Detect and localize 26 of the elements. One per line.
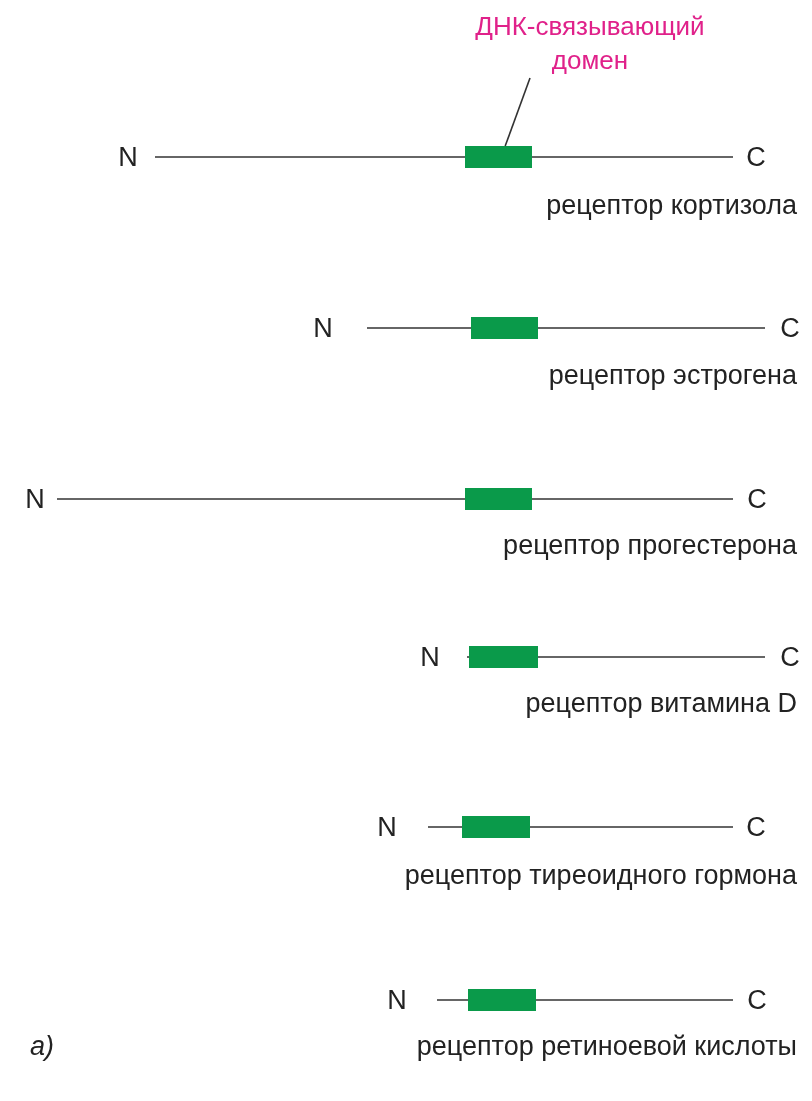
terminus-label: C <box>780 643 800 671</box>
terminus-label: N <box>313 314 333 342</box>
domain-bar <box>469 646 538 668</box>
terminus-label: C <box>746 813 766 841</box>
domain-bar <box>468 989 536 1011</box>
leader-line <box>504 77 531 147</box>
terminus-label: N <box>377 813 397 841</box>
terminus-label: C <box>747 485 767 513</box>
domain-bar <box>465 488 532 510</box>
receptor-label: рецептор эстрогена <box>548 361 797 389</box>
domain-caption: ДНК-связывающий домен <box>440 10 740 78</box>
terminus-label: C <box>746 143 766 171</box>
panel-label: а) <box>30 1032 54 1060</box>
domain-bar <box>465 146 532 168</box>
receptor-label: рецептор прогестерона <box>503 531 797 559</box>
terminus-label: C <box>747 986 767 1014</box>
receptor-label: рецептор тиреоидного гормона <box>404 861 797 889</box>
domain-bar <box>462 816 530 838</box>
terminus-label: N <box>420 643 440 671</box>
terminus-label: N <box>25 485 45 513</box>
receptor-label: рецептор витамина D <box>525 689 797 717</box>
terminus-label: N <box>387 986 407 1014</box>
terminus-label: N <box>118 143 138 171</box>
receptor-label: рецептор кортизола <box>546 191 797 219</box>
terminus-label: C <box>780 314 800 342</box>
domain-bar <box>471 317 538 339</box>
